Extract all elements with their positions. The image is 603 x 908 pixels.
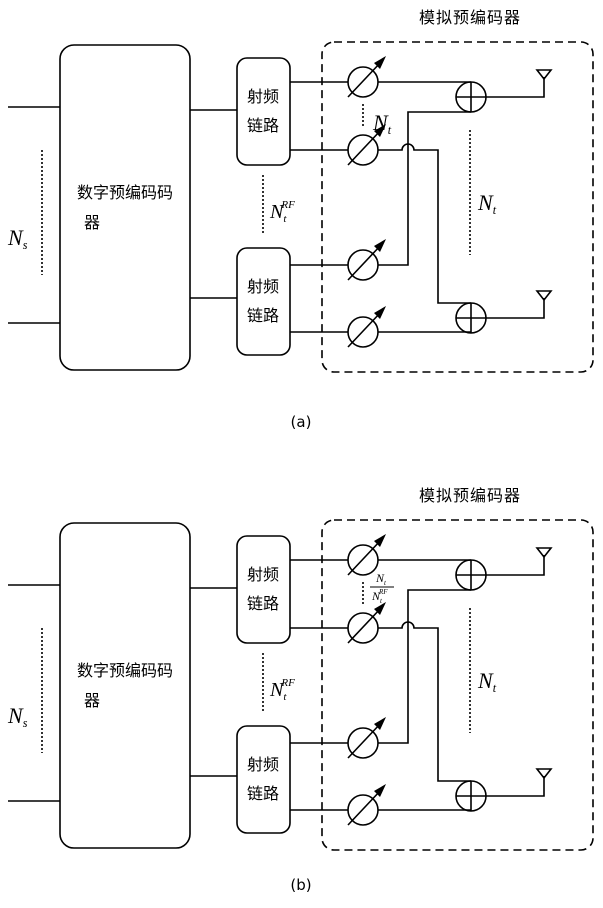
rf-chain-label: 链路 xyxy=(247,784,279,803)
rf-chain-block xyxy=(237,248,290,355)
ns-label-sub: s xyxy=(23,238,28,252)
diagram-b: 模拟预编码器Ns数字预编码码器射频链路射频链路NtRFNtNtNtRF(b) xyxy=(7,486,593,894)
route-line xyxy=(378,622,471,781)
rf-count-label-sub: t xyxy=(283,691,287,703)
rf-chain-label: 链路 xyxy=(247,594,279,613)
route-line xyxy=(378,112,471,265)
antenna-feed xyxy=(486,776,544,796)
antenna-feed xyxy=(486,298,544,318)
ns-label-sub: s xyxy=(23,716,28,730)
rf-chain-block xyxy=(237,58,290,165)
digital-precoder-block xyxy=(60,45,190,370)
caption: (a) xyxy=(291,413,312,431)
den-sub: t xyxy=(380,597,383,605)
ns-label: Ns xyxy=(7,225,28,252)
caption: (b) xyxy=(290,876,311,894)
analog-precoder-title: 模拟预编码器 xyxy=(419,486,521,505)
rf-chain-label: 射频 xyxy=(247,565,279,584)
antenna-count-label: Nt xyxy=(477,668,497,695)
digital-precoder-label: 器 xyxy=(84,213,100,232)
rf-count-label-sup: RF xyxy=(280,199,295,211)
rf-chain-label: 射频 xyxy=(247,87,279,106)
fraction-numerator: Nt xyxy=(375,571,387,587)
rf-chain-block xyxy=(237,536,290,643)
antenna-count-label-sub: t xyxy=(493,203,497,217)
rf-chain-label: 链路 xyxy=(247,306,279,325)
rf-count-label: NtRF xyxy=(269,199,295,225)
den-sup: RF xyxy=(378,588,388,596)
digital-precoder-label: 器 xyxy=(84,691,100,710)
antenna-feed xyxy=(486,555,544,575)
rf-chain-label: 射频 xyxy=(247,755,279,774)
shifter-count-label-main: N xyxy=(372,110,389,135)
diagram-a: 模拟预编码器Ns数字预编码码器射频链路射频链路NtRFNtNt(a) xyxy=(7,8,593,431)
shifter-count-label-sub: t xyxy=(388,123,392,137)
ns-label-main: N xyxy=(7,225,24,250)
rf-count-label: NtRF xyxy=(269,677,295,703)
antenna-count-label: Nt xyxy=(477,190,497,217)
shifter-count-label: Nt xyxy=(372,110,392,137)
rf-chain-label: 射频 xyxy=(247,277,279,296)
rf-count-label-sup: RF xyxy=(280,677,295,689)
rf-chain-label: 链路 xyxy=(247,116,279,135)
route-line xyxy=(378,144,471,303)
digital-precoder-label: 数字预编码码 xyxy=(77,183,173,202)
ns-label: Ns xyxy=(7,703,28,730)
digital-precoder-block xyxy=(60,523,190,848)
route-line xyxy=(378,590,471,743)
num-sub: t xyxy=(384,579,387,587)
antenna-count-label-main: N xyxy=(477,190,494,215)
antenna-count-label-main: N xyxy=(477,668,494,693)
rf-count-label-sub: t xyxy=(283,213,287,225)
digital-precoder-label: 数字预编码码 xyxy=(77,661,173,680)
antenna-feed xyxy=(486,77,544,97)
ns-label-main: N xyxy=(7,703,24,728)
antenna-count-label-sub: t xyxy=(493,681,497,695)
analog-precoder-title: 模拟预编码器 xyxy=(419,8,521,27)
rf-chain-block xyxy=(237,726,290,833)
